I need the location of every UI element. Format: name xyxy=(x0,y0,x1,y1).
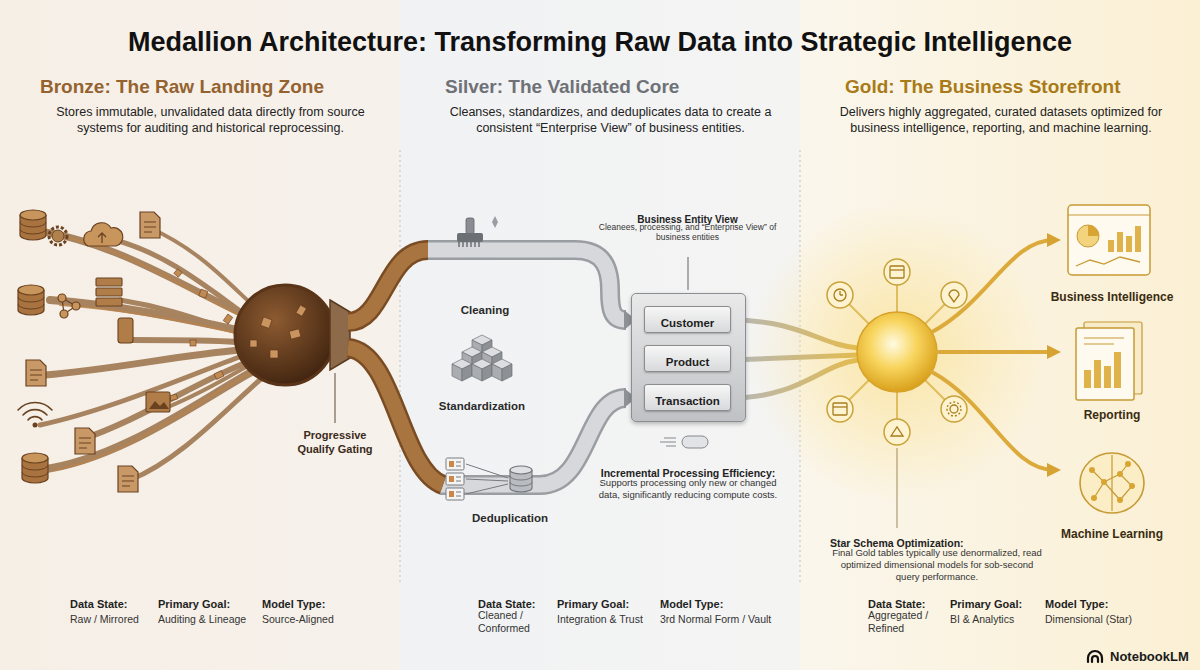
stat-key-slot: Primary Goal: xyxy=(950,594,1040,612)
stat-value: Dimensional (Star) xyxy=(1045,613,1132,626)
stat-value: Aggregated / Refined xyxy=(868,609,936,635)
stage-heading-slot: Gold: The Business Storefront xyxy=(845,76,1185,99)
stage-description-slot: Cleanses, standardizes, and deduplicates… xyxy=(438,104,783,137)
step-label-slot: Standardization xyxy=(417,396,547,414)
stat-value-slot: Raw / Mirrored xyxy=(70,609,156,627)
stat-value: Source-Aligned xyxy=(262,613,334,626)
stat-value: Raw / Mirrored xyxy=(70,613,139,626)
gate-label: Progressive Qualify Gating xyxy=(289,429,381,457)
stat-value: Auditing & Lineage xyxy=(158,613,246,626)
stat-key-slot: Model Type: xyxy=(1045,594,1135,612)
stat-key-slot: Model Type: xyxy=(262,594,357,612)
stat-value: 3rd Normal Form / Vault xyxy=(660,613,771,626)
entity-box: Customer xyxy=(644,306,731,333)
stat-key-slot: Data State: xyxy=(70,594,155,612)
stat-value-slot: Integration & Trust xyxy=(557,609,653,627)
entity-name-slot: Transaction xyxy=(645,391,730,409)
output-label: Machine Learning xyxy=(1061,527,1163,541)
stage-band: Bronze: The Raw Landing ZoneStores immut… xyxy=(0,0,400,670)
stat-key-slot: Primary Goal: xyxy=(158,594,253,612)
stat-key: Primary Goal: xyxy=(557,598,629,611)
note-text-slot: Final Gold tables typically use denormal… xyxy=(830,547,1045,584)
step-label: Deduplication xyxy=(472,512,548,526)
output-label-slot: Reporting xyxy=(1037,405,1187,423)
stat-value-slot: Auditing & Lineage xyxy=(158,609,258,627)
entity-name: Product xyxy=(666,356,709,370)
stage-heading: Bronze: The Raw Landing Zone xyxy=(40,76,324,99)
stage-heading: Silver: The Validated Core xyxy=(445,76,679,99)
step-label: Cleaning xyxy=(461,304,510,318)
step-label-slot: Cleaning xyxy=(430,300,540,318)
note-text: Final Gold tables typically use denormal… xyxy=(830,547,1045,583)
stat-key-slot: Primary Goal: xyxy=(557,594,652,612)
stat-value: Integration & Trust xyxy=(557,613,643,626)
step-label-slot: Deduplication xyxy=(450,508,570,526)
stage-description: Stores immutable, unvalidated data direc… xyxy=(38,104,383,137)
stat-key: Model Type: xyxy=(262,598,325,611)
stat-key: Model Type: xyxy=(1045,598,1108,611)
output-label: Reporting xyxy=(1084,408,1141,422)
stat-key: Data State: xyxy=(70,598,127,611)
stat-value: BI & Analytics xyxy=(950,613,1014,626)
output-label-slot: Business Intelligence xyxy=(1037,287,1187,305)
stat-key: Primary Goal: xyxy=(158,598,230,611)
entity-name: Customer xyxy=(661,317,715,331)
stat-value: Cleaned / Conformed xyxy=(478,609,540,635)
entity-box: Transaction xyxy=(644,384,731,411)
entity-name-slot: Customer xyxy=(645,313,730,331)
note-text: Supports processing only new or changed … xyxy=(593,477,783,501)
stat-key: Model Type: xyxy=(660,598,723,611)
step-label: Standardization xyxy=(439,400,525,414)
stat-key: Primary Goal: xyxy=(950,598,1022,611)
stage-heading-slot: Silver: The Validated Core xyxy=(445,76,785,99)
diagram-title-slot: Medallion Architecture: Transforming Raw… xyxy=(20,26,1180,58)
entity-name: Transaction xyxy=(655,395,720,409)
stage-band: Silver: The Validated CoreCleanses, stan… xyxy=(400,0,800,670)
stage-description: Delivers highly aggregated, curated data… xyxy=(822,104,1180,137)
gate-label-slot: Progressive Qualify Gating xyxy=(289,429,381,457)
entity-group-box: Business Entity ViewCleanees, processing… xyxy=(631,293,746,422)
stage-description-slot: Stores immutable, unvalidated data direc… xyxy=(38,104,383,137)
stage-description: Cleanses, standardizes, and deduplicates… xyxy=(438,104,783,137)
stat-value-slot: Aggregated / Refined xyxy=(868,609,936,636)
stat-value-slot: BI & Analytics xyxy=(950,609,1042,627)
stat-value-slot: Cleaned / Conformed xyxy=(478,609,540,636)
stage-description-slot: Delivers highly aggregated, curated data… xyxy=(822,104,1180,137)
note-text-slot: Supports processing only new or changed … xyxy=(593,477,783,502)
entity-name-slot: Product xyxy=(645,352,730,370)
watermark: NotebookLM xyxy=(1110,649,1189,665)
stage-heading-slot: Bronze: The Raw Landing Zone xyxy=(40,76,380,99)
stat-key-slot: Model Type: xyxy=(660,594,755,612)
group-description: Cleanees, processing, and “Enterprise Vi… xyxy=(598,222,778,242)
stat-value-slot: Source-Aligned xyxy=(262,609,372,627)
stat-value-slot: 3rd Normal Form / Vault xyxy=(660,609,790,627)
stage-heading: Gold: The Business Storefront xyxy=(845,76,1121,99)
output-label: Business Intelligence xyxy=(1051,290,1174,304)
output-label-slot: Machine Learning xyxy=(1037,524,1187,542)
diagram-title: Medallion Architecture: Transforming Raw… xyxy=(128,26,1072,58)
watermark-slot: NotebookLM xyxy=(1110,647,1190,665)
entity-box: Product xyxy=(644,345,731,372)
group-description-slot: Cleanees, processing, and “Enterprise Vi… xyxy=(598,222,778,244)
stat-value-slot: Dimensional (Star) xyxy=(1045,609,1165,627)
